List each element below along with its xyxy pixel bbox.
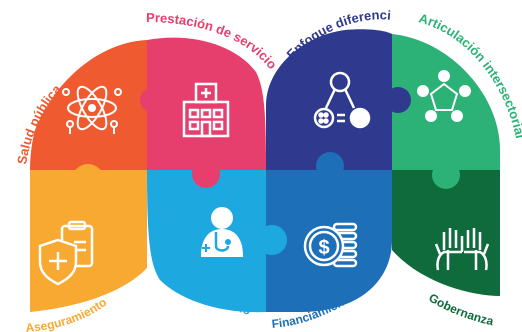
- tab-prest-into-salud: [140, 88, 164, 112]
- network-people-icon: [417, 70, 471, 122]
- tab-prest-into-talento: [192, 160, 220, 188]
- piece-gobernanza: [392, 170, 500, 296]
- tab-talento-into-fin: [257, 225, 287, 255]
- raised-hands-icon: [434, 228, 490, 271]
- shield-clipboard-icon: [38, 220, 94, 286]
- piece-articulacion: [392, 34, 500, 170]
- tab-enfoque-into-artic: [385, 87, 411, 113]
- tab-fin-into-enfoque: [316, 152, 344, 180]
- atom-people-icon: [62, 85, 122, 134]
- svg-text:$: $: [318, 237, 329, 259]
- doctor-stethoscope-icon: [200, 207, 244, 257]
- tab-artic-into-gob: [432, 161, 460, 189]
- label-gobernanza: Gobernanza: [426, 291, 495, 329]
- hospital-icon: [182, 82, 230, 138]
- piece-prestacion: [147, 37, 266, 170]
- piece-salud-publica: [30, 40, 147, 170]
- dollar-coins-icon: $: [303, 222, 358, 268]
- diversity-nodes-icon: [313, 71, 371, 129]
- tab-aseg-into-salud: [72, 164, 104, 196]
